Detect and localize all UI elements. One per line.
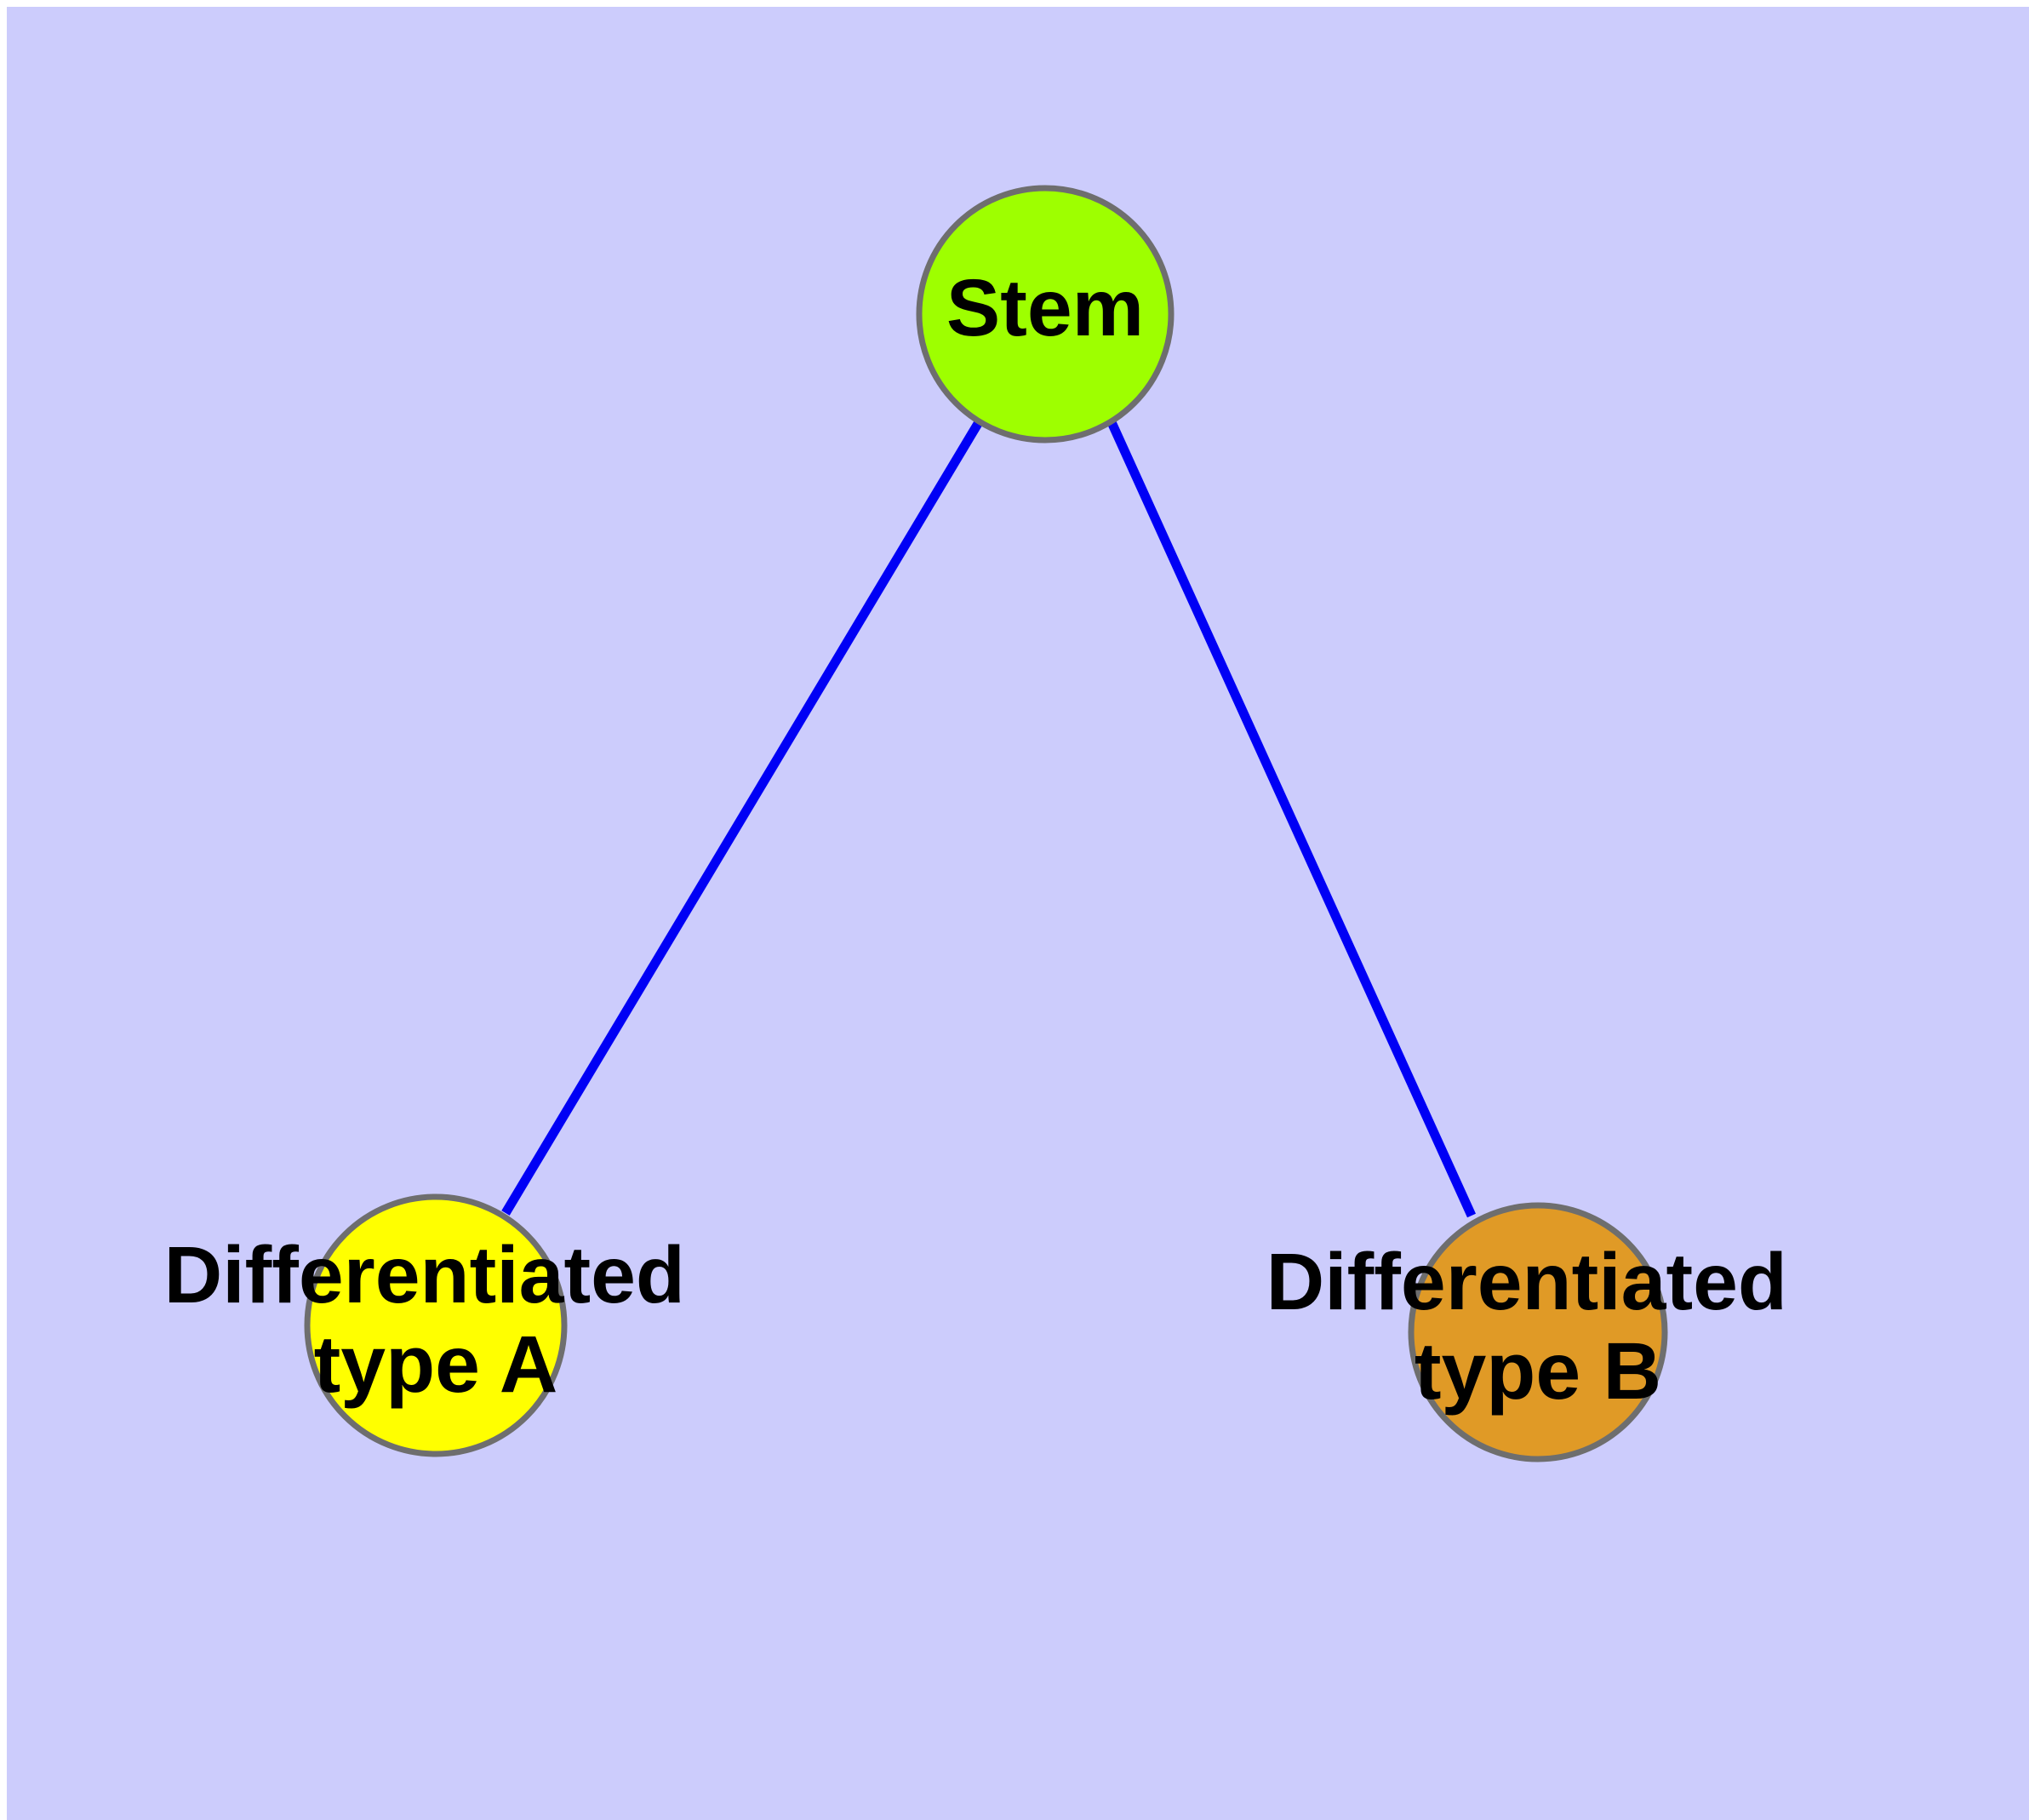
- diagram-plot-area: Stem Differentiated type A Differentiate…: [7, 7, 2029, 1820]
- node-label-differentiated-type-a: Differentiated type A: [164, 1230, 708, 1410]
- node-label-stem-line-1: Stem: [946, 263, 1144, 353]
- node-differentiated-type-b[interactable]: [1408, 1202, 1668, 1462]
- node-stem[interactable]: [916, 185, 1175, 444]
- edge-layer: [501, 420, 1477, 1218]
- node-label-differentiated-type-b: Differentiated type B: [1266, 1237, 1810, 1417]
- node-layer: [304, 185, 1668, 1462]
- edge-stem-to-differentiated-type-a[interactable]: [501, 420, 983, 1216]
- node-label-layer: Stem Differentiated type A Differentiate…: [164, 263, 1810, 1417]
- node-label-differentiated-type-a-line-1: Differentiated: [164, 1230, 685, 1320]
- node-label-differentiated-type-b-line-2: type B: [1415, 1326, 1661, 1417]
- graph-svg: Stem Differentiated type A Differentiate…: [164, 185, 1810, 1462]
- node-label-differentiated-type-a-line-2: type A: [314, 1319, 558, 1410]
- node-label-stem: Stem: [946, 263, 1144, 353]
- node-differentiated-type-a[interactable]: [304, 1193, 568, 1457]
- edge-stem-to-differentiated-type-b[interactable]: [1106, 420, 1477, 1218]
- node-label-differentiated-type-b-line-1: Differentiated: [1266, 1237, 1787, 1327]
